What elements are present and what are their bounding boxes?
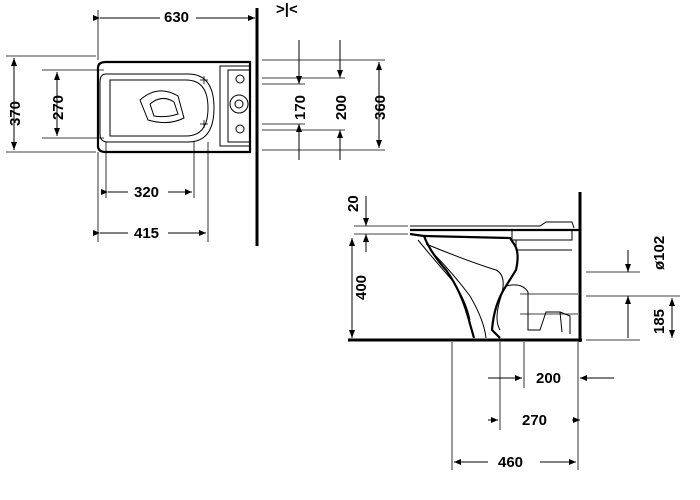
dim-185: 185 — [651, 309, 668, 334]
tank-lid — [227, 69, 251, 143]
dim-side-200: 200 — [536, 370, 561, 387]
seat-grip-inner — [149, 98, 179, 118]
dim-400: 400 — [353, 275, 370, 300]
dim-630: 630 — [164, 9, 189, 26]
seat-grip — [139, 90, 185, 124]
dim-diameter-102: ø102 — [651, 236, 668, 270]
dim-side-270: 270 — [522, 412, 547, 429]
seat-inner — [109, 79, 209, 137]
dim-side-460: 460 — [498, 454, 523, 471]
wall-mark: >|< — [276, 1, 298, 18]
side-view: 20 400 ø102 185 200 270 460 — [345, 192, 680, 471]
seat-outline — [99, 73, 215, 143]
dim-370: 370 — [7, 101, 24, 126]
top-body-outline — [96, 60, 252, 154]
bowl-rim — [423, 234, 519, 339]
flush-button-icon — [229, 94, 249, 114]
fixing-point-icon — [235, 74, 245, 84]
dim-20: 20 — [345, 195, 362, 212]
dim-270: 270 — [50, 95, 67, 120]
dim-170: 170 — [292, 95, 309, 120]
dim-415: 415 — [134, 225, 159, 242]
flush-button-center-icon — [234, 99, 244, 109]
bowl-outline — [409, 232, 476, 339]
dim-320: 320 — [134, 184, 159, 201]
dim-360: 360 — [372, 95, 389, 120]
fixing-point-icon — [235, 124, 245, 134]
top-view: >|< 630 370 270 — [6, 1, 389, 246]
dim-200: 200 — [333, 95, 350, 120]
